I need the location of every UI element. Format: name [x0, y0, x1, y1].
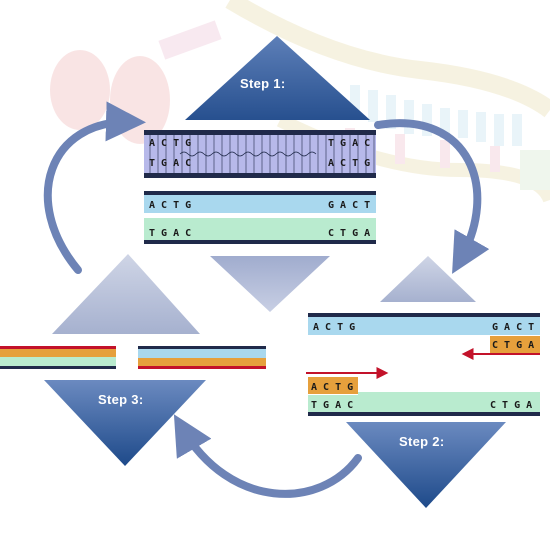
parent-bottom-right-seq: A C T G [328, 158, 370, 169]
step1-down-triangle [210, 256, 330, 312]
step3-product-left [0, 346, 116, 369]
separated-top-left-seq: A C T G [149, 200, 191, 211]
step2-bottom-left-seq: T G A C [311, 400, 353, 411]
step2-top-primer-bottom-seq: C T G A [492, 340, 534, 351]
step1-triangle [185, 36, 370, 120]
arrow-step2-to-step3 [173, 414, 362, 498]
separated-top-right-seq: G A C T [328, 200, 370, 211]
step3-label: Step 3: [98, 392, 144, 407]
step2-label: Step 2: [399, 434, 445, 449]
separated-bottom-right-seq: C T G A [328, 228, 370, 239]
parent-top-right-seq: T G A C [328, 138, 370, 149]
separated-strands: A C T G G A C T T G A C C T G A [144, 191, 376, 244]
step2-top-strand: A C T G G A C T C T G A [308, 313, 540, 360]
separated-bottom-left-seq: T G A C [149, 228, 191, 239]
step1-label: Step 1: [240, 76, 286, 91]
parent-bottom-left-seq: T G A C [149, 158, 191, 169]
arrow-left-to-step1 [43, 101, 146, 274]
step3-triangle [44, 380, 206, 466]
cycle-arrows [43, 101, 490, 498]
left-up-triangle [52, 254, 200, 334]
right-up-triangle [380, 256, 476, 302]
step2-bottom-primer-seq: A C T G [311, 382, 353, 393]
step3-product-right [138, 346, 266, 369]
parent-top-left-seq: A C T G [149, 138, 191, 149]
step2-top-primer-top-seq: G A C T [492, 322, 534, 333]
step2-bottom-strand: A C T G T G A C C T G A [306, 367, 540, 416]
parent-dna: A C T G T G A C T G A C A C T G [144, 130, 376, 178]
arrow-step1-to-right [374, 119, 490, 274]
step2-triangle [346, 422, 506, 508]
step2-bottom-right-seq: C T G A [490, 400, 532, 411]
step2-top-left-seq: A C T G [313, 322, 355, 333]
